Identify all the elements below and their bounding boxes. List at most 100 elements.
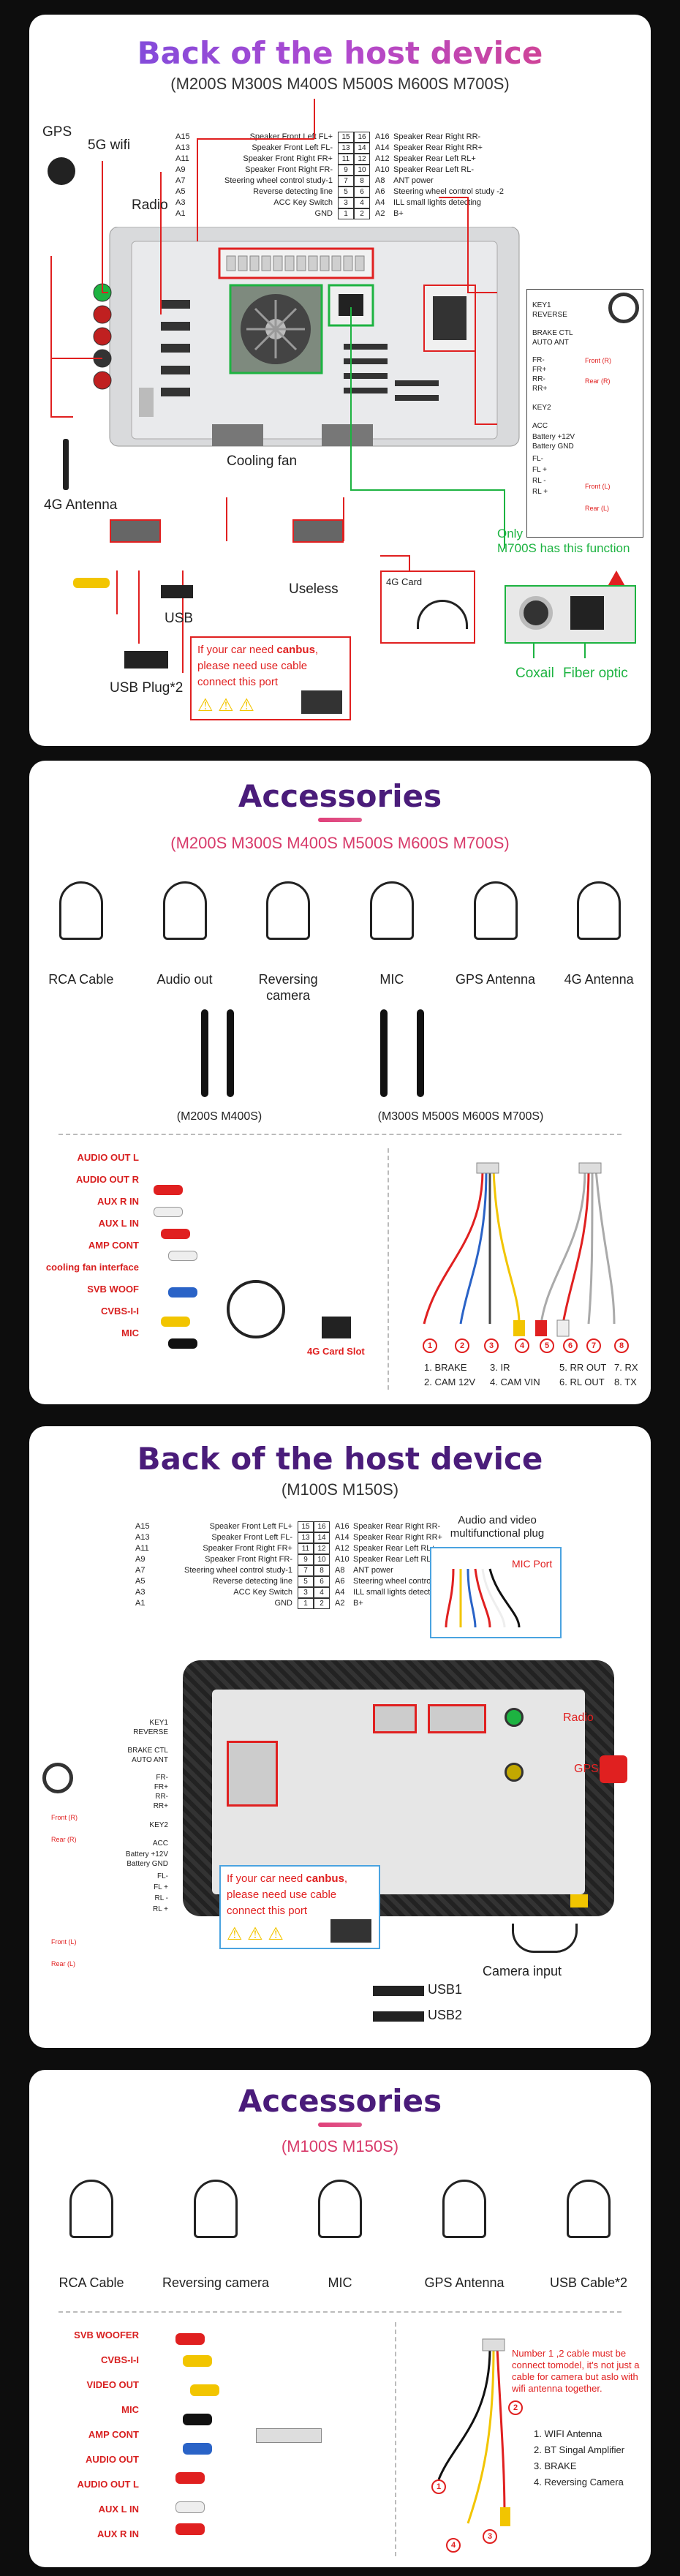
canbus-post: , [344,1872,348,1885]
section1-title: Back of the host device [29,35,651,71]
legend-item: 7. RX [614,1362,638,1373]
pin-left-number: 7 [298,1565,314,1576]
pin-left-code: A1 [175,209,186,218]
speaker-tag: Front (R) [51,1814,78,1821]
usb-caption-a: (M200S M400S) [176,1110,262,1123]
steering-wheel-icon [42,1763,73,1793]
pin-right-label: Steering wheel control study -2 [393,187,505,196]
section-accessories-m200s: Accessories (M200S M300S M400S M500S M60… [29,761,651,1404]
pin-left-number: 3 [338,197,354,208]
accessory-label: GPS Antenna [424,2275,505,2290]
harness-label: AUTO ANT [132,1756,168,1764]
gps-label: GPS [42,124,72,140]
legend-item: 3. IR [490,1362,510,1373]
rca-harness-image [139,1170,307,1368]
harness-label: RR+ [532,385,548,393]
rca-label: AUX R IN [97,1196,139,1207]
legend-item: 5. RR OUT [559,1362,607,1373]
usb-caption-b: (M300S M500S M600S M700S) [377,1110,544,1123]
number-tag: 2 [508,2400,523,2415]
pin-right-code: A2 [335,1599,345,1608]
harness-label: REVERSE [532,311,567,319]
connector-red-outline [227,1741,278,1807]
pin-left-label: Speaker Front Left FL- [211,1533,292,1542]
pin-right-code: A14 [335,1533,350,1542]
harness-label: ACC [532,422,548,430]
accessory-icon [473,881,518,940]
harness-label: RL + [532,488,548,496]
pin-right-code: A10 [375,165,390,174]
usb-plug-label: USB Plug*2 [110,680,184,696]
pin-right-label: ILL small lights detecting [393,198,482,207]
rca-label: CVBS-I-I [101,2354,139,2365]
legend-item: 3. BRAKE [534,2460,577,2471]
pin-right-number: 16 [314,1521,330,1532]
card-slot-label: 4G Card Slot [307,1346,365,1357]
rca-label: AMP CONT [88,1240,139,1251]
harness-label: BRAKE CTL [127,1747,168,1755]
pin-right-number: 2 [314,1598,330,1609]
harness-label: RR- [155,1793,168,1801]
divider [58,1134,622,1135]
canbus-port-icon [301,690,342,714]
accessory-icon [266,881,311,940]
pin-left-label: ACC Key Switch [273,198,333,207]
pin-left-label: Reverse detecting line [253,187,333,196]
pin-left-number: 1 [298,1598,314,1609]
fiber-optic-port-icon [570,596,604,630]
accessory-label: USB Cable*2 [549,2275,628,2290]
rca-harness-image [154,2326,344,2545]
pin-left-number: 15 [298,1521,314,1532]
title-underline [318,818,362,822]
harness-label: Battery +12V [532,433,575,441]
canbus-word: canbus [306,1872,344,1885]
fiber-optic-label: Fiber optic [563,666,628,681]
harness-label: Battery GND [126,1860,168,1868]
rca-label: SVB WOOF [87,1284,139,1295]
cooling-fan-label: Cooling fan [227,453,298,469]
legend-item: 2. BT Singal Amplifier [534,2444,625,2455]
rca-yellow-icon [73,578,110,588]
pin-left-number: 7 [338,176,354,187]
usb-plug-icon [124,651,168,669]
pin-right-number: 4 [314,1587,330,1598]
speaker-tag: Front (R) [585,357,611,364]
section3-title: Back of the host device [137,1441,543,1477]
speaker-tag: Front (L) [51,1938,77,1946]
pin-right-label: B+ [393,209,404,218]
useless-label: Useless [289,581,339,597]
pin-right-label: Speaker Rear Left RL+ [393,154,476,163]
speaker-tag: Rear (R) [51,1836,77,1843]
pin-left-code: A9 [175,165,186,174]
section1-models: (M200S M300S M400S M500S M600S M700S) [170,75,510,93]
pin-right-label: Speaker Rear Right RR- [393,132,481,141]
pin-left-number: 11 [298,1543,314,1554]
harness-label: KEY2 [532,404,551,412]
camera-cable-drawing [437,2338,510,2526]
harness-label: FR- [532,356,545,364]
pin-left-number: 5 [338,187,354,197]
pin-left-code: A13 [135,1533,150,1542]
pin-left-code: A11 [175,154,189,163]
pin-left-label: GND [314,209,333,218]
number-tag: 4 [446,2538,461,2553]
canbus-word: canbus [276,644,315,656]
harness-label: FR- [156,1774,168,1782]
camera-input-plug [570,1894,588,1907]
harness-label: KEY1 [532,301,551,309]
pin-left-label: Speaker Front Right FR- [245,165,333,174]
accessory-label: Reversing camera [162,2275,270,2290]
pin-left-code: A5 [135,1577,146,1586]
pin-left-number: 9 [338,165,354,176]
legend-item: 2. CAM 12V [424,1376,476,1387]
radio-label: Radio [563,1711,594,1724]
connector-center-a [373,1704,417,1733]
accessory-icon [577,881,622,940]
pin-right-number: 12 [354,154,370,165]
rca-label: AMP CONT [88,2429,139,2440]
pin-right-number: 4 [354,197,370,208]
antenna-icon [63,439,69,490]
pin-right-code: A14 [375,143,390,152]
harness-box [526,289,643,538]
